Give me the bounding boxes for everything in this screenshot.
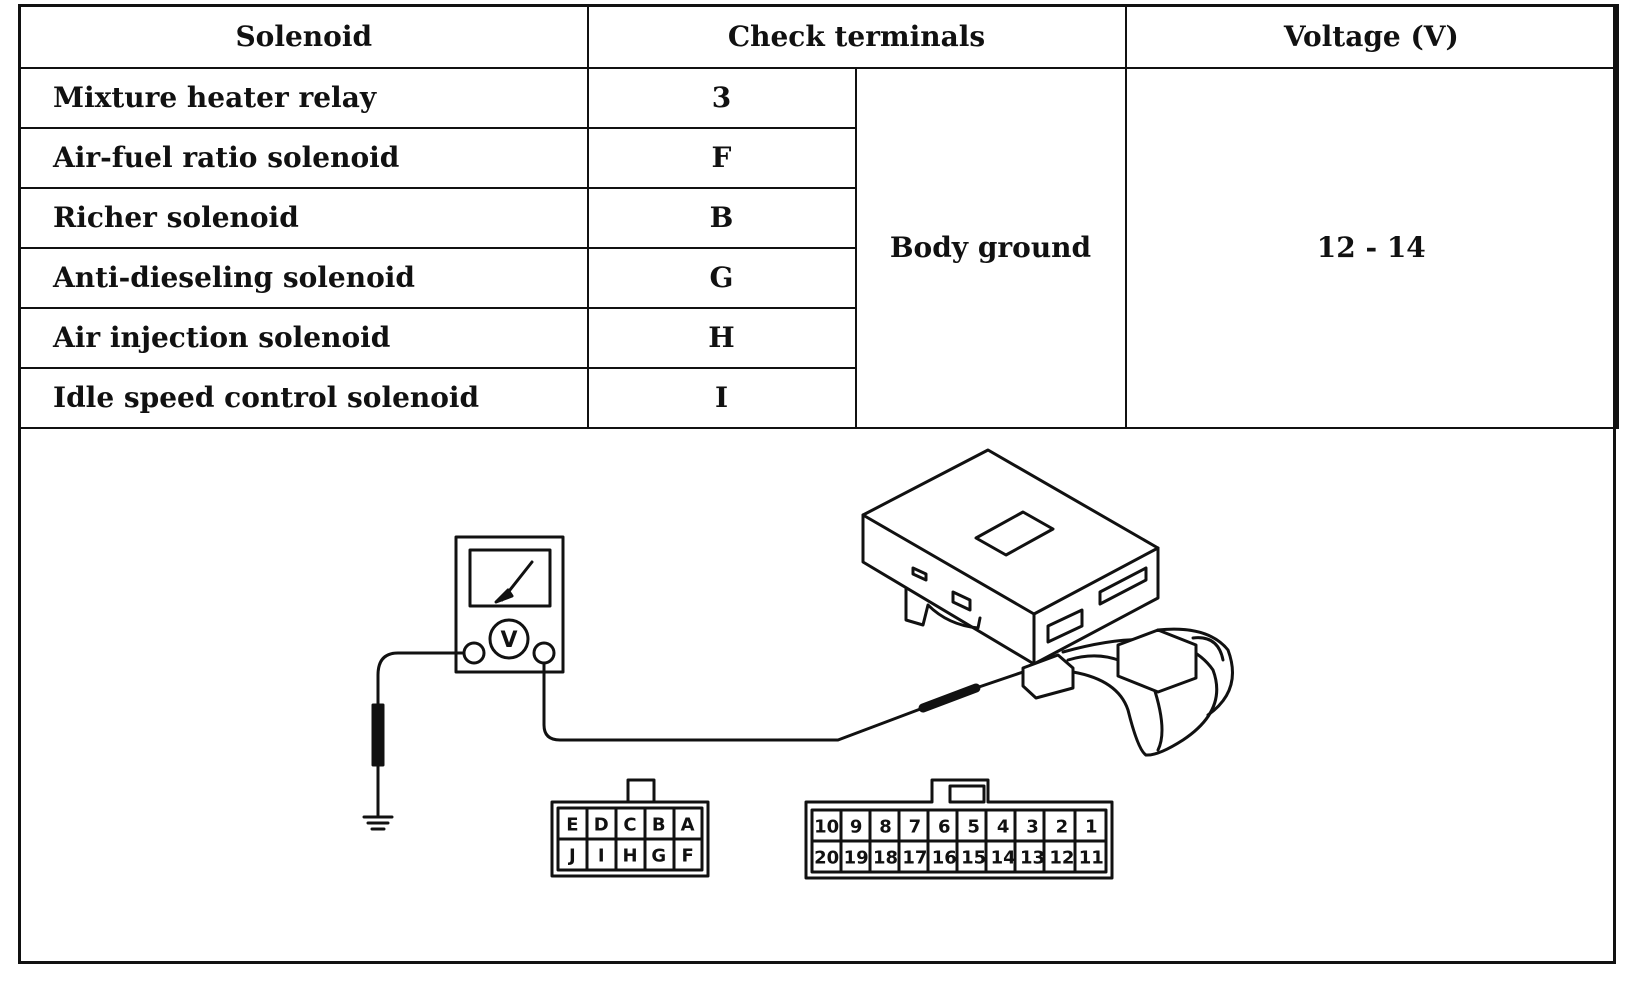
connector-pin-label: 20 <box>814 848 839 869</box>
header-solenoid: Solenoid <box>18 4 589 69</box>
connector-pin-label: 13 <box>1020 848 1045 869</box>
meter-symbol: V <box>500 628 517 653</box>
ground-terminal: Body ground <box>854 66 1127 429</box>
connector-pin-label: F <box>681 846 693 867</box>
control-unit-icon <box>861 448 1160 666</box>
check-terminal: F <box>586 126 857 189</box>
check-terminal: H <box>586 306 857 369</box>
connector-pin-label: I <box>598 846 605 867</box>
connector-pin-label: J <box>567 846 576 867</box>
connector-pin-label: 1 <box>1085 817 1098 838</box>
connector-pin-label: G <box>651 846 666 867</box>
connector-pin-label: D <box>594 815 609 836</box>
ground-probe-icon <box>371 651 466 817</box>
connector-pin-label: A <box>681 815 695 836</box>
connector-pin-label: 3 <box>1026 817 1039 838</box>
connector-pin-label: 8 <box>879 817 892 838</box>
solenoid-name: Air-fuel ratio solenoid <box>18 126 589 189</box>
connector-pin-label: 17 <box>902 848 927 869</box>
table-header-row: Solenoid Check terminals Voltage (V) <box>18 4 1620 69</box>
table-row: Air-fuel ratio solenoid F <box>18 126 1618 189</box>
connector-pin-label: 19 <box>844 848 869 869</box>
connector-pin-label: 7 <box>909 817 922 838</box>
connector-pin-label: 10 <box>814 817 839 838</box>
table-row: Mixture heater relay 3 Body ground 12 - … <box>18 66 1620 429</box>
connector-pin-label: 12 <box>1049 848 1074 869</box>
connector-pin-label: 4 <box>997 817 1010 838</box>
connector-pin-label: 5 <box>967 817 980 838</box>
connector-pin-label: 2 <box>1056 817 1069 838</box>
solenoid-name: Anti-dieseling solenoid <box>18 246 589 309</box>
test-probe-icon <box>542 661 1025 742</box>
check-terminal: G <box>586 246 857 309</box>
voltage-value: 12 - 14 <box>1124 66 1620 429</box>
connector-pin-label: 9 <box>850 817 863 838</box>
check-terminal: 3 <box>586 66 857 129</box>
connector-pin-label: 6 <box>938 817 951 838</box>
small-connector-icon <box>550 778 710 878</box>
connector-pin-label: E <box>566 815 578 836</box>
connector-pin-label: H <box>622 846 637 867</box>
table-row: Idle speed control solenoid I <box>18 366 1618 429</box>
header-check-terminals: Check terminals <box>586 4 1127 69</box>
table-row: Anti-dieseling solenoid G <box>18 246 1618 309</box>
solenoid-name: Mixture heater relay <box>18 66 589 129</box>
large-connector-icon <box>804 778 1114 880</box>
voltmeter-icon <box>454 535 565 674</box>
solenoid-check-table: Solenoid Check terminals Voltage (V) Mix… <box>18 4 1620 429</box>
connector-pin-label: C <box>623 815 636 836</box>
table-row: Air injection solenoid H <box>18 306 1618 369</box>
solenoid-name: Richer solenoid <box>18 186 589 249</box>
solenoid-name: Air injection solenoid <box>18 306 589 369</box>
connector-pin-label: 14 <box>991 848 1016 869</box>
table-row: Richer solenoid B <box>18 186 1618 249</box>
connector-pin-label: B <box>652 815 666 836</box>
solenoid-name: Idle speed control solenoid <box>18 366 589 429</box>
check-terminal: I <box>586 366 857 429</box>
connector-pin-label: 15 <box>961 848 986 869</box>
wiring-diagram: V <box>362 448 1234 880</box>
wire-harness-icon <box>1021 627 1234 757</box>
connector-pin-label: 16 <box>932 848 957 869</box>
connector-pin-label: 11 <box>1079 848 1104 869</box>
ground-symbol-icon <box>362 815 394 831</box>
check-terminal: B <box>586 186 857 249</box>
header-voltage: Voltage (V) <box>1124 4 1620 69</box>
connector-pin-label: 18 <box>873 848 898 869</box>
